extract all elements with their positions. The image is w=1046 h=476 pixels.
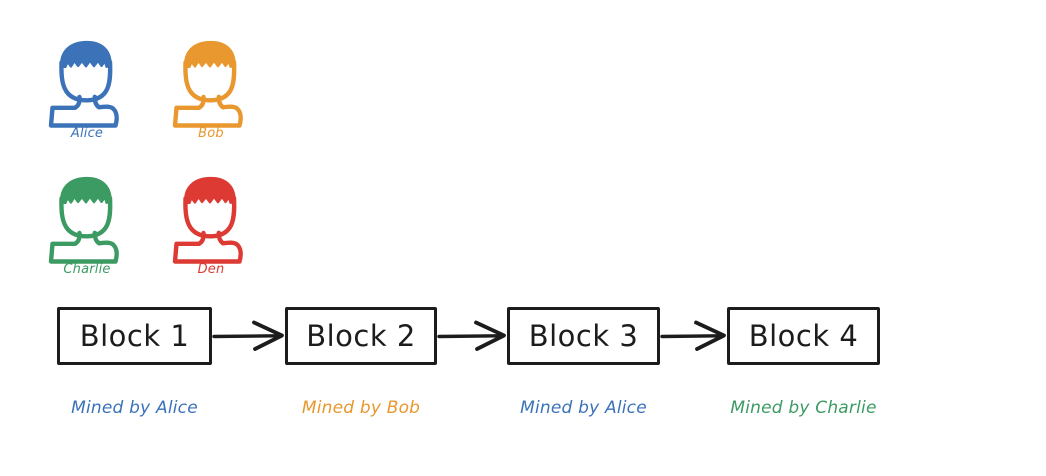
participant-charlie[interactable]: Charlie bbox=[44, 172, 130, 284]
participant-name-label: Bob bbox=[198, 126, 224, 141]
chain-arrow-1 bbox=[212, 319, 285, 353]
block-label: Block 2 bbox=[306, 319, 416, 353]
block-1[interactable]: Block 1 bbox=[57, 307, 212, 365]
arrow-right-icon bbox=[212, 320, 284, 351]
block-label: Block 4 bbox=[748, 319, 859, 353]
person-avatar-icon bbox=[48, 40, 119, 128]
block-2[interactable]: Block 2 bbox=[285, 307, 437, 365]
miner-label-block-3: Mined by Alice bbox=[520, 398, 647, 418]
participant-alice[interactable]: Alice bbox=[44, 36, 130, 148]
participant-name-label: Charlie bbox=[63, 262, 111, 277]
participant-name-label: Den bbox=[197, 262, 225, 277]
person-avatar-icon bbox=[172, 176, 243, 264]
miner-label-block-1: Mined by Alice bbox=[71, 398, 198, 418]
block-4[interactable]: Block 4 bbox=[727, 307, 880, 365]
arrow-right-icon bbox=[437, 320, 506, 351]
block-label: Block 1 bbox=[79, 319, 190, 353]
person-avatar-icon bbox=[172, 40, 243, 128]
person-avatar-icon bbox=[48, 176, 119, 264]
miner-label-block-4: Mined by Charlie bbox=[730, 398, 877, 418]
participant-den[interactable]: Den bbox=[168, 172, 254, 284]
participant-name-label: Alice bbox=[70, 126, 104, 141]
chain-arrow-3 bbox=[660, 319, 727, 353]
block-3[interactable]: Block 3 bbox=[507, 307, 660, 365]
arrow-right-icon bbox=[660, 320, 726, 351]
block-label: Block 3 bbox=[528, 319, 639, 353]
participant-bob[interactable]: Bob bbox=[168, 36, 254, 148]
miner-label-block-2: Mined by Bob bbox=[301, 398, 421, 418]
chain-arrow-2 bbox=[437, 319, 507, 353]
